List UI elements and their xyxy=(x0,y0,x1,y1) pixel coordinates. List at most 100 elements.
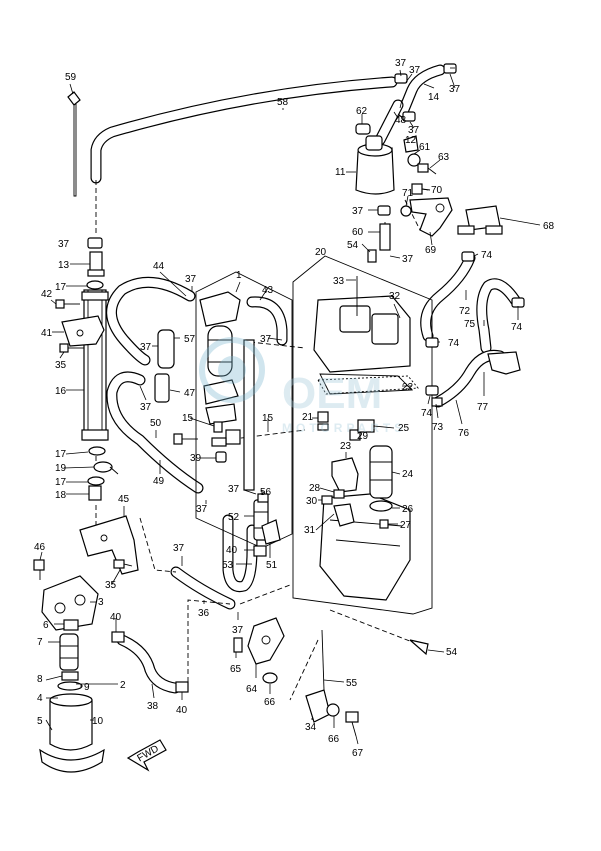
part-41-bracket xyxy=(61,315,105,347)
part-label-52: 52 xyxy=(228,512,240,523)
part-label-15: 15 xyxy=(182,413,194,424)
part-label-74: 74 xyxy=(481,250,493,261)
hose-38 xyxy=(116,634,181,694)
front-marker-label: FWD xyxy=(136,743,161,764)
part-label-33: 33 xyxy=(333,276,345,287)
part-label-37: 37 xyxy=(185,274,197,285)
part-label-37: 37 xyxy=(449,84,461,95)
part-label-40: 40 xyxy=(176,705,188,716)
part-label-54: 54 xyxy=(347,240,359,251)
part-label-75: 75 xyxy=(464,319,476,330)
part-label-37: 37 xyxy=(140,402,152,413)
hose-48 xyxy=(374,99,404,146)
part-label-38: 38 xyxy=(147,701,159,712)
part-21-bolt xyxy=(317,411,329,431)
part-label-71: 71 xyxy=(402,188,414,199)
part-1-fuel-pump xyxy=(199,291,255,491)
part-35-bolt-upper xyxy=(59,343,84,353)
part-71-washer xyxy=(400,205,412,217)
hose-36 xyxy=(170,566,236,610)
part-label-9: 9 xyxy=(84,682,90,693)
part-label-65: 65 xyxy=(230,664,242,675)
part-67-bolt xyxy=(345,711,359,737)
part-label-19: 19 xyxy=(55,463,67,474)
part-label-4: 4 xyxy=(37,693,43,704)
part-label-39: 39 xyxy=(190,453,202,464)
part-label-26: 26 xyxy=(402,504,414,515)
watermark-subtitle: MOTORPARTS xyxy=(282,421,406,435)
part-18-bolt xyxy=(88,485,102,501)
part-label-50: 50 xyxy=(150,418,162,429)
part-label-69: 69 xyxy=(425,245,437,256)
part-label-42: 42 xyxy=(41,289,53,300)
part-number-labels: 59 58 37 37 37 14 48 37 62 12 61 63 11 7… xyxy=(34,58,555,759)
part-label-49: 49 xyxy=(153,476,165,487)
part-31-clamp xyxy=(333,503,355,527)
part-label-45: 45 xyxy=(118,494,130,505)
part-27-bolt xyxy=(379,519,389,529)
part-label-54: 54 xyxy=(446,647,458,658)
part-20-vapor-separator xyxy=(313,295,414,601)
part-label-10: 10 xyxy=(92,716,104,727)
part-56-clip xyxy=(257,493,269,503)
part-40-clip-mid xyxy=(253,545,267,557)
part-label-34: 34 xyxy=(305,722,317,733)
part-label-70: 70 xyxy=(431,185,443,196)
part-47-fitting xyxy=(154,373,170,403)
part-54-screw-lower xyxy=(409,639,429,656)
part-label-66: 66 xyxy=(264,697,276,708)
part-label-56: 56 xyxy=(260,487,272,498)
part-55-rod xyxy=(321,629,325,691)
part-label-62: 62 xyxy=(356,106,368,117)
part-66-grommet-lower xyxy=(326,703,340,717)
part-label-48: 48 xyxy=(395,115,407,126)
part-label-29: 29 xyxy=(357,431,369,442)
part-74-clips xyxy=(425,251,525,396)
part-label-43: 43 xyxy=(262,285,274,296)
part-label-37: 37 xyxy=(352,206,364,217)
part-12-fitting xyxy=(403,135,419,153)
part-label-68: 68 xyxy=(543,221,555,232)
part-label-20: 20 xyxy=(315,247,327,258)
part-label-46: 46 xyxy=(34,542,46,553)
part-label-15: 15 xyxy=(262,413,274,424)
part-label-17: 17 xyxy=(55,449,67,460)
part-label-37: 37 xyxy=(196,504,208,515)
part-label-76: 76 xyxy=(458,428,470,439)
part-26-grommet xyxy=(369,500,393,512)
part-37-clip-upper-right xyxy=(377,63,457,216)
part-label-23: 23 xyxy=(340,441,352,452)
part-29-clip xyxy=(349,429,361,441)
part-34-mount xyxy=(305,689,331,723)
part-35-bolt-lower xyxy=(113,559,133,569)
part-24-pump xyxy=(369,445,393,499)
part-57-filter xyxy=(157,329,175,369)
part-11-filter xyxy=(355,135,395,195)
hose-43 xyxy=(246,296,288,346)
watermark-logo: OEM MOTORPARTS xyxy=(199,337,406,435)
part-label-41: 41 xyxy=(41,328,53,339)
part-label-74: 74 xyxy=(421,408,433,419)
part-label-74: 74 xyxy=(511,322,523,333)
hose-49 xyxy=(106,371,204,494)
part-label-24: 24 xyxy=(402,469,414,480)
part-77-clamp xyxy=(487,351,521,375)
part-label-36: 36 xyxy=(198,608,210,619)
part-17-washers xyxy=(86,280,106,486)
part-label-22: 22 xyxy=(402,382,414,393)
part-label-37: 37 xyxy=(395,58,407,69)
hose-58 xyxy=(90,76,398,184)
part-label-5: 5 xyxy=(37,716,43,727)
part-63-bolt xyxy=(417,163,437,175)
part-65-bolt xyxy=(233,637,243,653)
part-label-64: 64 xyxy=(246,684,258,695)
watermark-brand: OEM xyxy=(282,369,382,418)
part-60-pipe xyxy=(379,223,391,251)
part-64-bracket xyxy=(247,617,285,665)
part-label-35: 35 xyxy=(105,580,117,591)
part-label-28: 28 xyxy=(309,483,321,494)
part-label-14: 14 xyxy=(428,92,440,103)
part-label-37: 37 xyxy=(228,484,240,495)
